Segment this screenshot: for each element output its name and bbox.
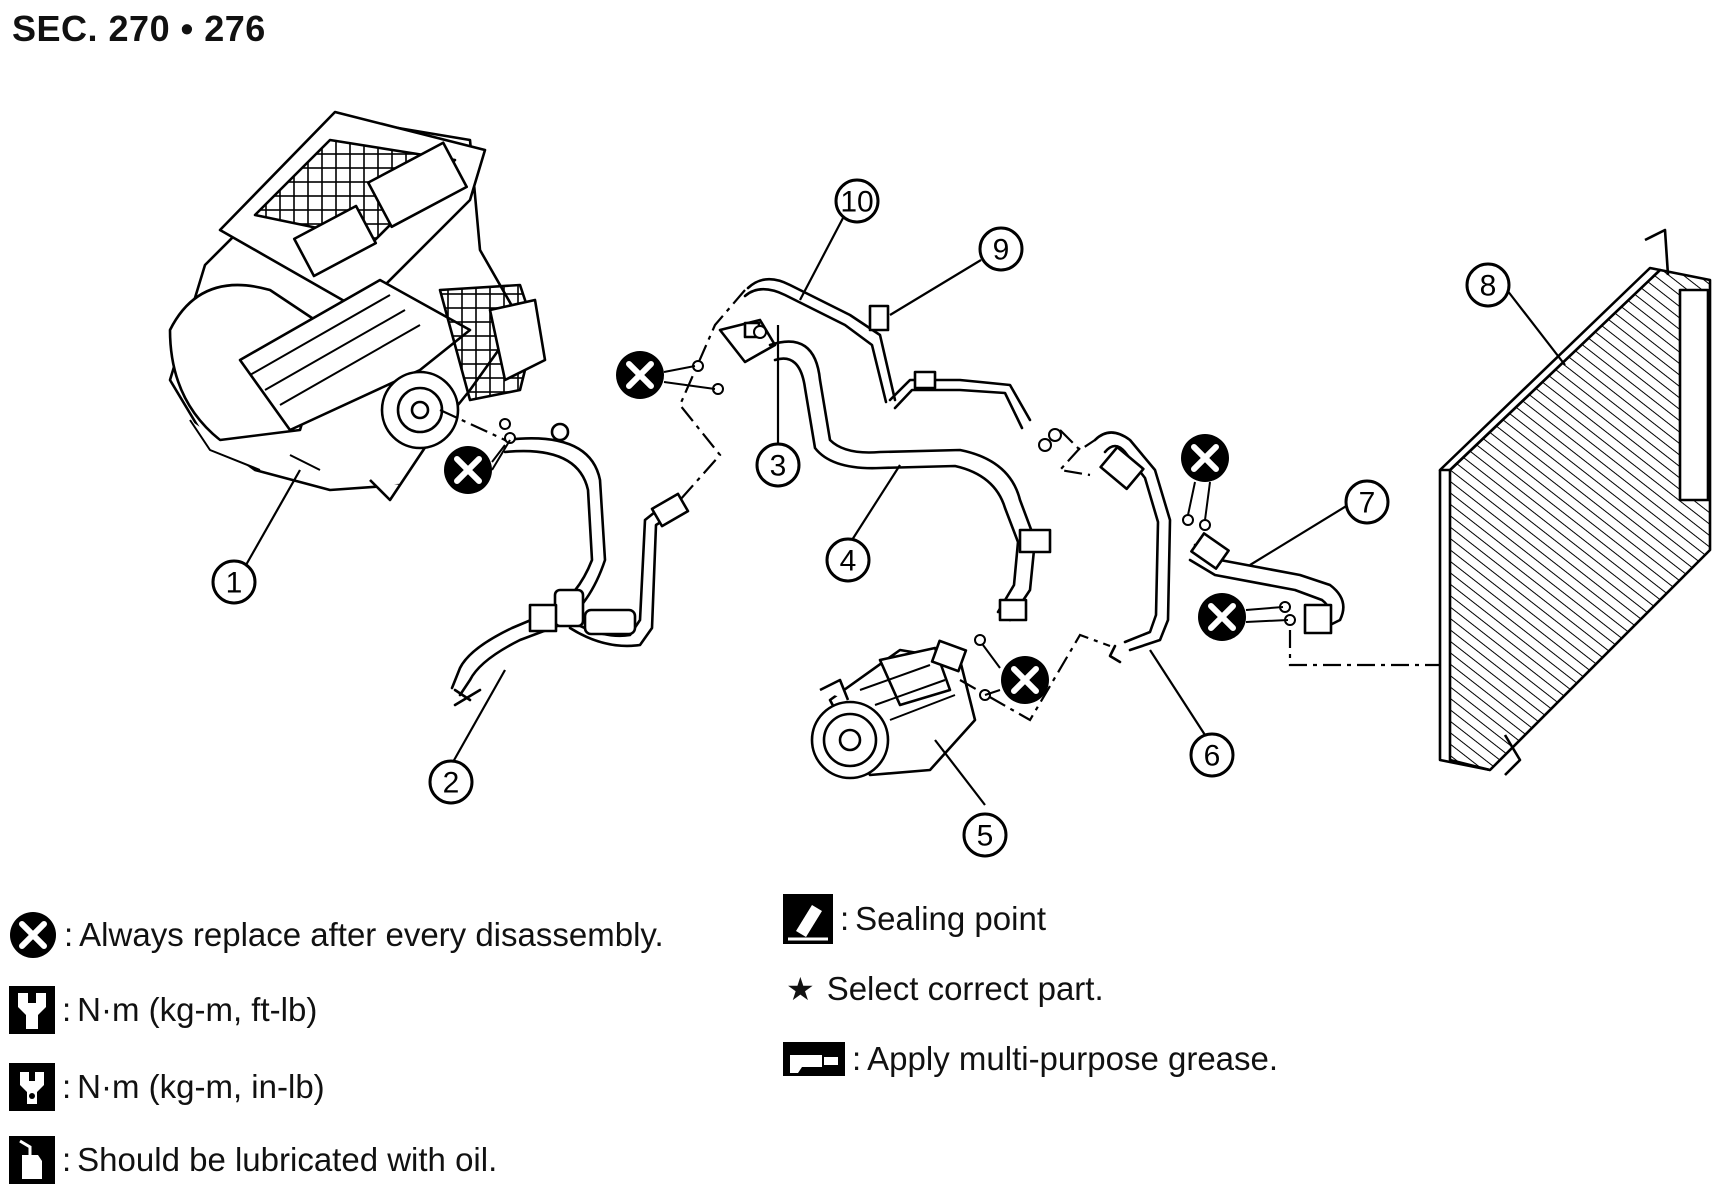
legend-grease-text: Apply multi-purpose grease. [867, 1040, 1279, 1077]
legend-torque-ftlb: : N·m (kg-m, ft-lb) [8, 985, 317, 1035]
legend-grease: : Apply multi-purpose grease. [782, 1040, 1278, 1078]
grease-gun-icon [783, 1042, 845, 1076]
svg-text:7: 7 [1359, 487, 1376, 520]
legend-sealing-text: Sealing point [855, 900, 1046, 937]
replace-x-icon [10, 912, 56, 958]
legend-select: ★ Select correct part. [786, 970, 1104, 1008]
callout-6: 6 [1189, 732, 1235, 778]
legend-oil-text: Should be lubricated with oil. [77, 1141, 498, 1178]
compressor [810, 639, 977, 780]
callout-7: 7 [1344, 479, 1390, 525]
replace-marks [444, 351, 1289, 704]
torque-wrench-icon [9, 986, 55, 1034]
legend-torque-ftlb-text: N·m (kg-m, ft-lb) [77, 991, 318, 1028]
low-pressure-pipe [450, 422, 690, 707]
replace-x-icon [616, 351, 664, 399]
callout-2: 2 [428, 759, 474, 805]
callout-5: 5 [962, 812, 1008, 858]
replace-x-icon [1001, 656, 1049, 704]
svg-text:9: 9 [993, 234, 1010, 267]
sealing-point-icon [783, 894, 833, 944]
condenser [1438, 228, 1712, 776]
legend-select-text: Select correct part. [826, 970, 1104, 1007]
star-icon: ★ [786, 971, 815, 1007]
svg-text:8: 8 [1480, 270, 1497, 303]
legend-replace: : Always replace after every disassembly… [8, 910, 664, 960]
svg-text:10: 10 [840, 186, 873, 219]
o-rings [499, 325, 1296, 701]
torque-wrench-small-icon [9, 1063, 55, 1111]
legend-oil: : Should be lubricated with oil. [8, 1135, 497, 1185]
assembly-lines [439, 289, 1440, 722]
callout-3: 3 [755, 442, 801, 488]
section-title: SEC. 270 • 276 [12, 8, 266, 49]
legend-sealing: : Sealing point [782, 893, 1046, 945]
replace-x-icon [444, 446, 492, 494]
legend-torque-inlb: : N·m (kg-m, in-lb) [8, 1062, 325, 1112]
callout-10: 10 [834, 178, 880, 224]
oil-can-icon [9, 1136, 55, 1184]
callout-leaders [245, 217, 1566, 806]
svg-text:1: 1 [226, 567, 243, 600]
heater-cooling-unit [168, 110, 547, 502]
replace-x-icon [1181, 434, 1229, 482]
callout-9: 9 [978, 226, 1024, 272]
callout-4: 4 [825, 537, 871, 583]
callout-8: 8 [1465, 262, 1511, 308]
svg-text:4: 4 [840, 545, 857, 578]
legend-torque-inlb-text: N·m (kg-m, in-lb) [77, 1068, 325, 1105]
svg-text:6: 6 [1204, 740, 1221, 773]
svg-text:5: 5 [977, 820, 994, 853]
callout-1: 1 [211, 559, 257, 605]
replace-x-icon [1198, 593, 1246, 641]
condenser-pipes [1093, 431, 1345, 664]
svg-text:2: 2 [443, 767, 460, 800]
legend-replace-text: Always replace after every disassembly. [79, 916, 664, 953]
svg-text:3: 3 [770, 450, 787, 483]
